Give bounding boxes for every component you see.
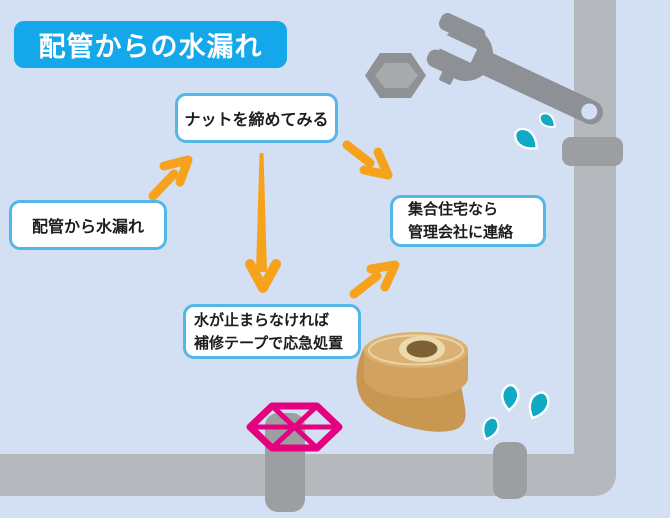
flow-node-start-label: 配管から水漏れ: [31, 217, 144, 236]
valve-handle-icon: [246, 402, 343, 452]
pipe-coupling-icon: [562, 137, 623, 166]
tape-roll-icon: [356, 332, 468, 432]
water-drop-icon: [501, 383, 520, 412]
flow-node-tape-line2: 補修テープで応急処置: [194, 333, 344, 352]
flow-node-tighten-nut: ナットを締めてみる: [175, 93, 338, 143]
pipe-joint-icon: [493, 442, 527, 499]
water-drop-icon: [528, 391, 550, 420]
flow-node-tape-line1: 水が止まらなければ: [194, 310, 330, 329]
arrow-tighten-to-contact-icon: [342, 140, 393, 180]
valve-stem-icon: [265, 413, 305, 512]
page-title: 配管からの水漏れ: [14, 21, 287, 68]
flow-node-start: 配管から水漏れ: [9, 200, 167, 250]
water-drop-icon: [482, 416, 500, 441]
arrow-tighten-to-tape-icon: [245, 153, 281, 293]
valve: [246, 402, 343, 512]
arrow-tape-to-contact-icon: [349, 260, 400, 299]
water-drop-icon: [538, 112, 556, 128]
flow-node-contact-line1: 集合住宅なら: [408, 200, 499, 218]
hex-nut-icon: [365, 53, 426, 98]
arrow-start-to-tighten-icon: [148, 155, 193, 201]
flow-node-contact-line2: 管理会社に連絡: [408, 223, 514, 241]
flow-node-contact-management: 集合住宅なら 管理会社に連絡: [390, 195, 546, 247]
flow-node-tighten-label: ナットを締めてみる: [184, 110, 329, 129]
wrench-icon: [423, 13, 604, 125]
flow-node-repair-tape: 水が止まらなければ 補修テープで応急処置: [183, 304, 361, 359]
water-drop-icon: [514, 127, 538, 150]
